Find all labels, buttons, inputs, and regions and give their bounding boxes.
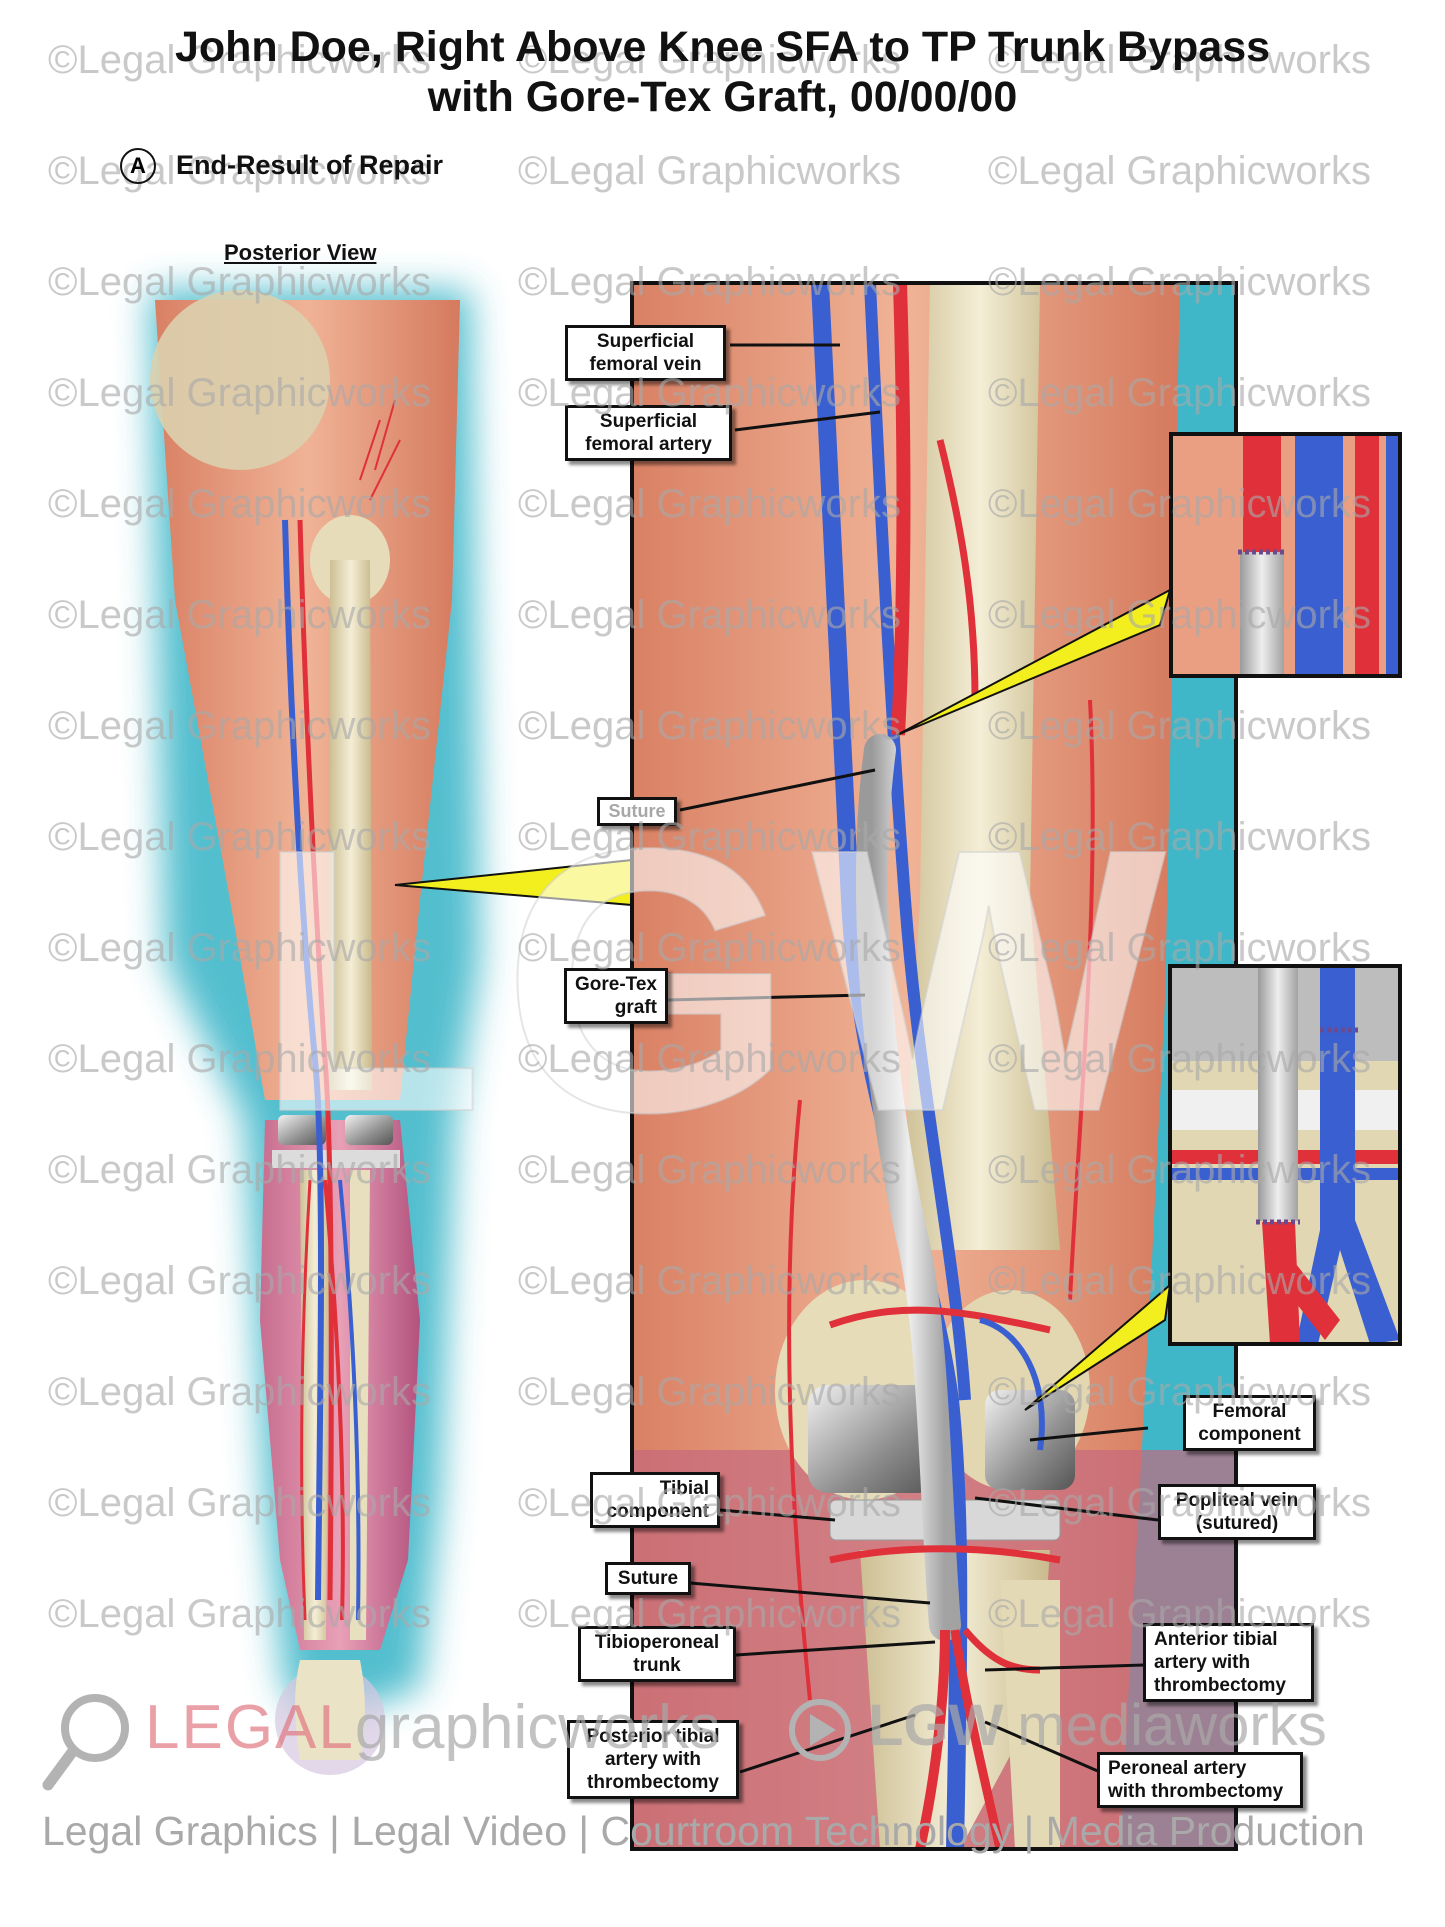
- watermark-text: ©Legal Graphicworks: [988, 260, 1371, 304]
- label-superficial-femoral-vein: Superficial femoral vein: [565, 325, 726, 381]
- watermark-text: ©Legal Graphicworks: [48, 593, 431, 637]
- label-peroneal-artery: Peroneal artery with thrombectomy: [1097, 1752, 1303, 1808]
- watermark-text: ©Legal Graphicworks: [988, 1370, 1371, 1414]
- watermark-text: ©Legal Graphicworks: [988, 1037, 1371, 1081]
- watermark-text: ©Legal Graphicworks: [48, 1592, 431, 1636]
- label-superficial-femoral-artery: Superficial femoral artery: [565, 405, 732, 461]
- watermark-text: ©Legal Graphicworks: [988, 1148, 1371, 1192]
- watermark-text: ©Legal Graphicworks: [48, 149, 431, 193]
- watermark-text: ©Legal Graphicworks: [518, 1148, 901, 1192]
- logo-legal: LEGAL: [145, 1693, 355, 1762]
- watermark-text: ©Legal Graphicworks: [48, 1259, 431, 1303]
- play-icon: [789, 1699, 851, 1761]
- section-heading: End-Result of Repair: [176, 150, 444, 180]
- magnifier-icon: [42, 1694, 129, 1791]
- inset-anastomosis-upper: [1169, 432, 1402, 678]
- watermark-text: ©Legal Graphicworks: [48, 371, 431, 415]
- watermark-text: ©Legal Graphicworks: [988, 593, 1371, 637]
- watermark-text: ©Legal Graphicworks: [988, 1481, 1371, 1525]
- leader-lines: [667, 343, 1159, 1774]
- watermark-text: ©Legal Graphicworks: [518, 482, 901, 526]
- watermark-text: ©Legal Graphicworks: [48, 1481, 431, 1525]
- watermark-text: ©Legal Graphicworks: [518, 260, 901, 304]
- pointer-to-inset-upper: [896, 588, 1172, 736]
- watermark-text: ©Legal Graphicworks: [48, 1370, 431, 1414]
- watermark-text: ©Legal Graphicworks: [988, 149, 1371, 193]
- left-leg-illustration: [150, 290, 480, 1775]
- logo-graphicworks: graphicworks: [354, 1693, 721, 1762]
- watermark-text: ©Legal Graphicworks: [48, 926, 431, 970]
- logo-lgw: LGW: [868, 1693, 1004, 1758]
- watermark-text: ©Legal Graphicworks: [518, 815, 901, 859]
- pointer-to-inset-lower: [1024, 1282, 1172, 1411]
- watermark-text: ©Legal Graphicworks: [518, 1259, 901, 1303]
- label-femoral-component: Femoral component: [1183, 1395, 1316, 1451]
- watermark-text: ©Legal Graphicworks: [518, 593, 901, 637]
- watermark-text: ©Legal Graphicworks: [988, 1259, 1371, 1303]
- watermark-text: ©Legal Graphicworks: [988, 815, 1371, 859]
- watermark-text: ©Legal Graphicworks: [48, 1037, 431, 1081]
- watermark-text: ©Legal Graphicworks: [48, 482, 431, 526]
- watermark-text: ©Legal Graphicworks: [518, 149, 901, 193]
- label-suture-upper: Suture: [597, 797, 677, 826]
- watermark-text: ©Legal Graphicworks: [48, 260, 431, 304]
- watermark-text: ©Legal Graphicworks: [988, 482, 1371, 526]
- watermark-text: ©Legal Graphicworks: [518, 1037, 901, 1081]
- label-gore-tex-graft: Gore-Tex graft: [564, 968, 668, 1024]
- legal-graphicworks-logo: LEGALgraphicworks: [145, 1692, 720, 1763]
- watermark-text: ©Legal Graphicworks: [518, 1370, 901, 1414]
- logo-mediaworks: mediaworks: [1017, 1693, 1327, 1758]
- watermark-text: ©Legal Graphicworks: [988, 38, 1371, 82]
- watermark-text: ©Legal Graphicworks: [988, 1592, 1371, 1636]
- section-marker: A: [120, 148, 156, 184]
- footer-text: Legal Graphics | Legal Video | Courtroom…: [42, 1808, 1365, 1854]
- watermark-text: ©Legal Graphicworks: [518, 1481, 901, 1525]
- label-posterior-tibial-artery: Posterior tibial artery with thrombectom…: [567, 1720, 739, 1799]
- watermark-text: ©Legal Graphicworks: [48, 815, 431, 859]
- watermark-text: ©Legal Graphicworks: [48, 38, 431, 82]
- watermark-text: ©Legal Graphicworks: [988, 371, 1371, 415]
- watermark-text: ©Legal Graphicworks: [518, 704, 901, 748]
- section-marker-letter: A: [130, 153, 146, 178]
- watermark-text: ©Legal Graphicworks: [48, 1148, 431, 1192]
- watermark-text: ©Legal Graphicworks: [988, 926, 1371, 970]
- label-tibioperoneal-trunk: Tibioperoneal trunk: [578, 1626, 736, 1682]
- watermark-text: ©Legal Graphicworks: [518, 1592, 901, 1636]
- watermark-text: ©Legal Graphicworks: [48, 704, 431, 748]
- label-tibial-component: Tibial component: [590, 1472, 720, 1528]
- watermark-text: ©Legal Graphicworks: [518, 371, 901, 415]
- watermark-text: ©Legal Graphicworks: [518, 38, 901, 82]
- lgw-big-watermark: LGW: [255, 772, 1184, 1190]
- watermark-text: ©Legal Graphicworks: [988, 704, 1371, 748]
- label-anterior-tibial-artery: Anterior tibial artery with thrombectomy: [1143, 1623, 1314, 1702]
- label-popliteal-vein: Popliteal vein (sutured): [1158, 1484, 1316, 1540]
- page-title-line-1: John Doe, Right Above Knee SFA to TP Tru…: [174, 23, 1271, 71]
- inset-anastomosis-lower: [1168, 964, 1402, 1346]
- label-suture-lower: Suture: [605, 1562, 691, 1595]
- watermark-text: ©Legal Graphicworks: [518, 926, 901, 970]
- posterior-view-label: Posterior View: [224, 240, 377, 265]
- page-title-line-2: with Gore-Tex Graft, 00/00/00: [427, 73, 1018, 121]
